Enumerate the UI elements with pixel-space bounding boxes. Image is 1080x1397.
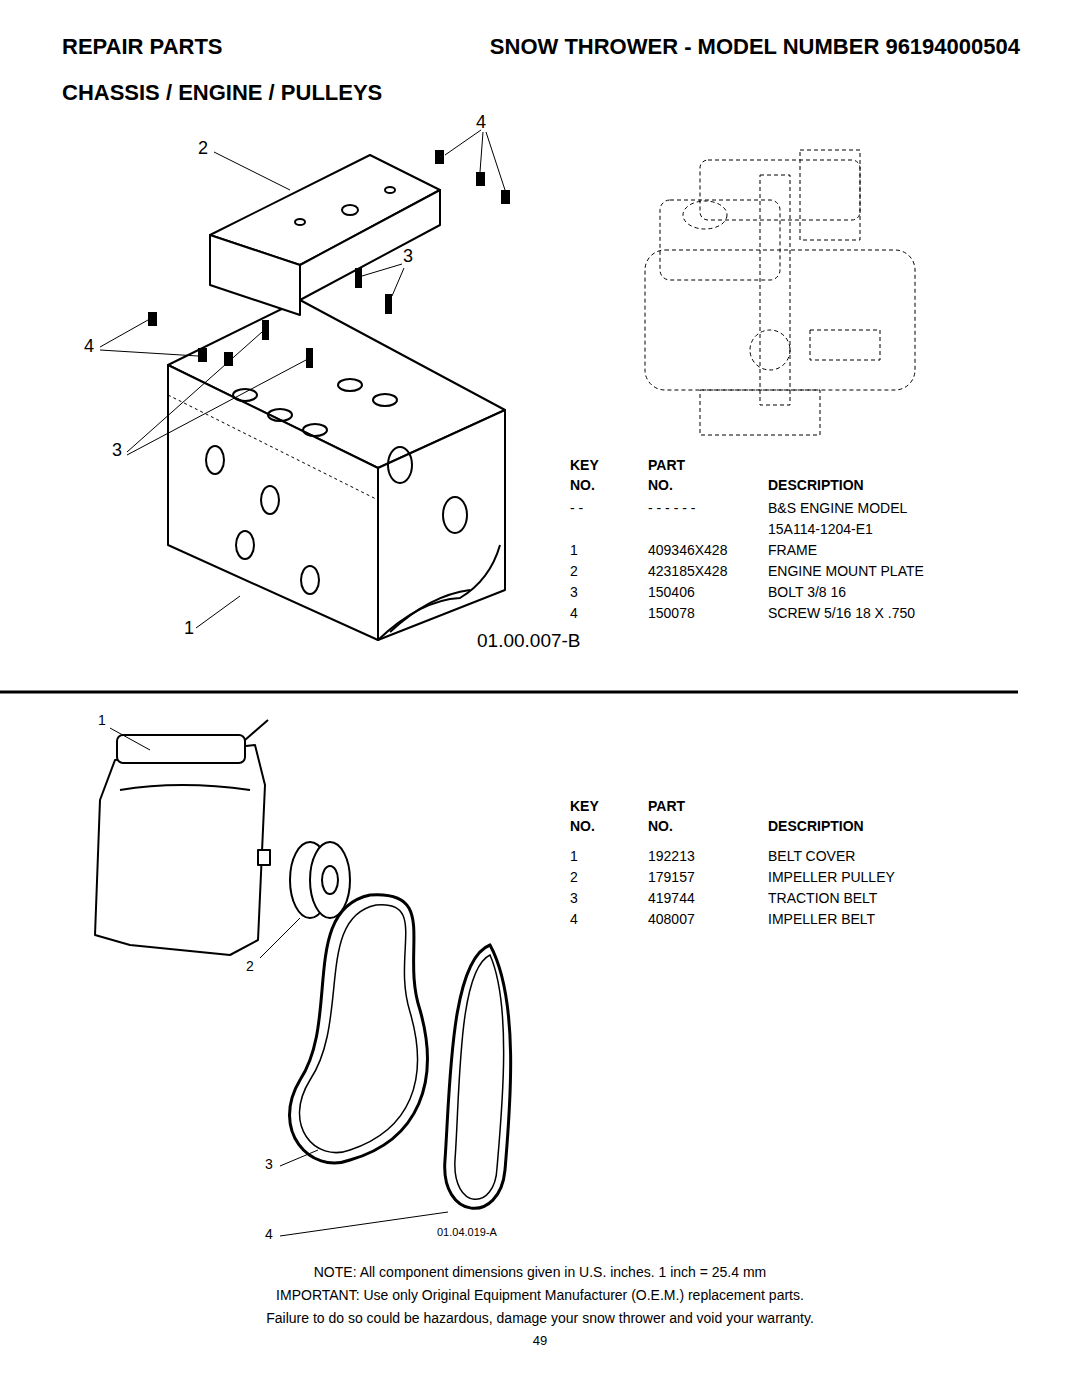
table-cell: NO. (648, 818, 673, 834)
table-cell: B&S ENGINE MODEL (768, 500, 907, 516)
table-cell: DESCRIPTION (768, 477, 864, 493)
frame-drawing (168, 300, 505, 640)
leader-lines (100, 130, 505, 1236)
callout-number: 4 (476, 112, 486, 133)
table-cell: SCREW 5/16 18 X .750 (768, 605, 915, 621)
table-cell: 150078 (648, 605, 695, 621)
page-header: REPAIR PARTS (62, 34, 223, 59)
table-cell: BELT COVER (768, 848, 855, 864)
table-cell: 1 (570, 848, 578, 864)
table-cell: DESCRIPTION (768, 818, 864, 834)
table-cell: NO. (648, 477, 673, 493)
table-cell: 4 (570, 605, 578, 621)
table-cell: KEY (570, 457, 599, 473)
table-cell: NO. (570, 818, 595, 834)
table-cell: 409346X428 (648, 542, 727, 558)
page-title: CHASSIS / ENGINE / PULLEYS (62, 80, 382, 105)
table-cell: NO. (570, 477, 595, 493)
page-note: NOTE: All component dimensions given in … (314, 1264, 767, 1280)
table-cell: IMPELLER BELT (768, 911, 875, 927)
callout-number: 1 (98, 712, 106, 728)
table-cell: 419744 (648, 890, 695, 906)
table-cell: PART (648, 798, 685, 814)
impeller-pulley-drawing (290, 842, 350, 918)
table-cell: IMPELLER PULLEY (768, 869, 895, 885)
callout-number: 4 (265, 1226, 273, 1242)
table-cell: 2 (570, 869, 578, 885)
callout-number: 2 (246, 958, 254, 974)
page-number: 49 (533, 1334, 547, 1349)
callout-number: 01.04.019-A (437, 1226, 497, 1239)
callout-number: 1 (184, 618, 194, 639)
fasteners (148, 150, 510, 368)
callout-number: 01.00.007-B (477, 630, 581, 652)
callout-number: 3 (403, 246, 413, 267)
callout-number: 2 (198, 138, 208, 159)
section-divider (0, 691, 1018, 694)
table-cell: 408007 (648, 911, 695, 927)
table-cell: FRAME (768, 542, 817, 558)
engine-outline (645, 150, 915, 435)
table-cell: - - - - - - (648, 500, 695, 516)
table-cell: 150406 (648, 584, 695, 600)
table-cell: 15A114-1204-E1 (768, 521, 873, 537)
table-cell: 423185X428 (648, 563, 727, 579)
table-cell: 192213 (648, 848, 695, 864)
page-header: SNOW THROWER - MODEL NUMBER 96194000504 (490, 34, 1020, 59)
callout-number: 4 (84, 336, 94, 357)
table-cell: 3 (570, 584, 578, 600)
table-cell: - - (570, 500, 583, 516)
page-note: IMPORTANT: Use only Original Equipment M… (276, 1287, 804, 1303)
table-cell: 179157 (648, 869, 695, 885)
page-note: Failure to do so could be hazardous, dam… (266, 1310, 814, 1326)
callout-number: 3 (265, 1156, 273, 1172)
table-cell: ENGINE MOUNT PLATE (768, 563, 924, 579)
table-cell: BOLT 3/8 16 (768, 584, 846, 600)
table-cell: 3 (570, 890, 578, 906)
table-cell: 1 (570, 542, 578, 558)
belts-drawing (290, 895, 511, 1209)
table-cell: PART (648, 457, 685, 473)
belt-cover-drawing (95, 720, 270, 955)
table-cell: TRACTION BELT (768, 890, 877, 906)
callout-number: 3 (112, 440, 122, 461)
mount-plate-drawing (210, 155, 440, 315)
table-cell: KEY (570, 798, 599, 814)
table-cell: 4 (570, 911, 578, 927)
table-cell: 2 (570, 563, 578, 579)
